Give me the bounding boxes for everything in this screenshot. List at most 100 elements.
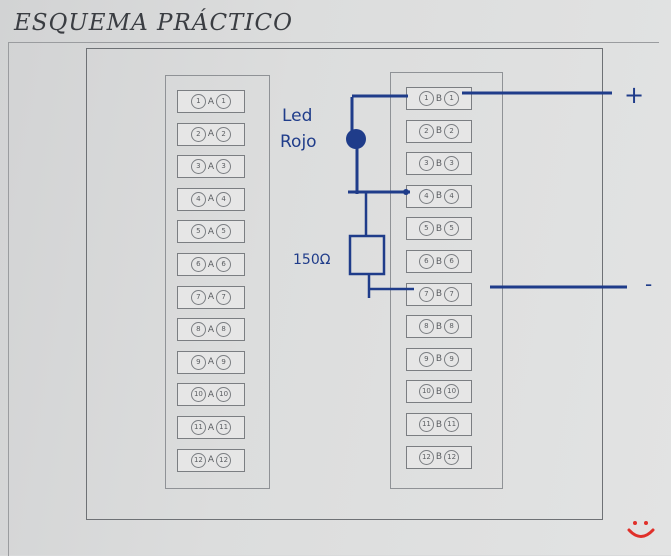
terminal-number: 8 — [444, 319, 460, 335]
schematic-box — [86, 48, 603, 520]
terminal-letter: B — [435, 223, 443, 234]
terminal-letter: A — [207, 96, 215, 107]
terminal-letter: A — [207, 259, 215, 270]
terminal-letter: B — [435, 419, 443, 430]
brand-logo-icon — [627, 521, 655, 538]
terminal-number: 9 — [216, 354, 232, 370]
terminal-number: 12 — [444, 449, 460, 465]
terminal-number: 4 — [418, 188, 434, 204]
resistor-label: 150Ω — [293, 252, 331, 268]
terminal-number: 12 — [216, 452, 232, 468]
terminal-number: 10 — [190, 387, 206, 403]
terminal-letter: A — [207, 324, 215, 335]
terminal-number: 6 — [418, 254, 434, 269]
terminal-number: 5 — [418, 221, 434, 237]
terminal-letter: A — [207, 455, 215, 466]
plus-label: + — [624, 81, 644, 109]
terminal-letter: B — [435, 191, 443, 202]
terminal-number: 7 — [216, 289, 232, 305]
terminal-number: 5 — [190, 224, 206, 240]
terminal-letter: B — [435, 452, 443, 463]
terminal-number: 10 — [418, 384, 434, 400]
terminal-number: 2 — [216, 126, 232, 142]
terminal-letter: B — [435, 386, 443, 397]
terminal-number: 8 — [216, 322, 232, 338]
terminal-number: 2 — [190, 126, 206, 142]
terminal-number: 6 — [444, 254, 460, 269]
terminal-letter: A — [207, 422, 215, 433]
terminal-number: 1 — [190, 94, 206, 109]
page-frame — [8, 42, 659, 556]
resistor-icon — [348, 234, 386, 276]
terminal-number: 1 — [418, 91, 434, 106]
diagram-title: ESQUEMA PRÁCTICO — [14, 10, 293, 36]
terminal-number: 10 — [444, 384, 460, 400]
terminal-number: 3 — [444, 156, 460, 172]
led-icon — [346, 129, 366, 149]
terminal-number: 3 — [190, 159, 206, 175]
terminal-letter: B — [435, 321, 443, 332]
terminal-number: 12 — [418, 449, 434, 465]
terminal-number: 7 — [190, 289, 206, 305]
terminal-number: 11 — [418, 417, 434, 432]
terminal-letter: A — [207, 161, 215, 172]
terminal-number: 5 — [216, 224, 232, 240]
terminal-number: 11 — [216, 420, 232, 435]
terminal-strip-a — [165, 75, 270, 489]
terminal-number: 6 — [190, 257, 206, 272]
terminal-number: 7 — [418, 286, 434, 302]
led-label-line1: Led — [282, 106, 312, 126]
terminal-number: 8 — [418, 319, 434, 335]
terminal-letter: B — [435, 354, 443, 365]
terminal-number: 11 — [190, 420, 206, 435]
terminal-number: 9 — [418, 351, 434, 367]
terminal-letter: B — [435, 256, 443, 267]
terminal-strip-b — [390, 72, 503, 489]
terminal-number: 5 — [444, 221, 460, 237]
terminal-letter: B — [435, 93, 443, 104]
terminal-number: 4 — [444, 188, 460, 204]
terminal-letter: A — [207, 129, 215, 140]
terminal-number: 10 — [216, 387, 232, 403]
terminal-number: 4 — [216, 191, 232, 207]
terminal-number: 3 — [418, 156, 434, 172]
terminal-number: 9 — [444, 351, 460, 367]
terminal-letter: A — [207, 292, 215, 303]
terminal-number: 4 — [190, 191, 206, 207]
node-dot — [403, 189, 409, 195]
terminal-number: 7 — [444, 286, 460, 302]
terminal-letter: A — [207, 357, 215, 368]
terminal-letter: B — [435, 158, 443, 169]
terminal-number: 2 — [444, 123, 460, 139]
minus-label: - — [645, 272, 652, 296]
terminal-number: 3 — [216, 159, 232, 175]
terminal-number: 8 — [190, 322, 206, 338]
terminal-number: 1 — [444, 91, 460, 106]
led-label-line2: Rojo — [280, 132, 317, 152]
terminal-number: 2 — [418, 123, 434, 139]
terminal-number: 6 — [216, 257, 232, 272]
terminal-letter: A — [207, 194, 215, 205]
terminal-letter: B — [435, 126, 443, 137]
